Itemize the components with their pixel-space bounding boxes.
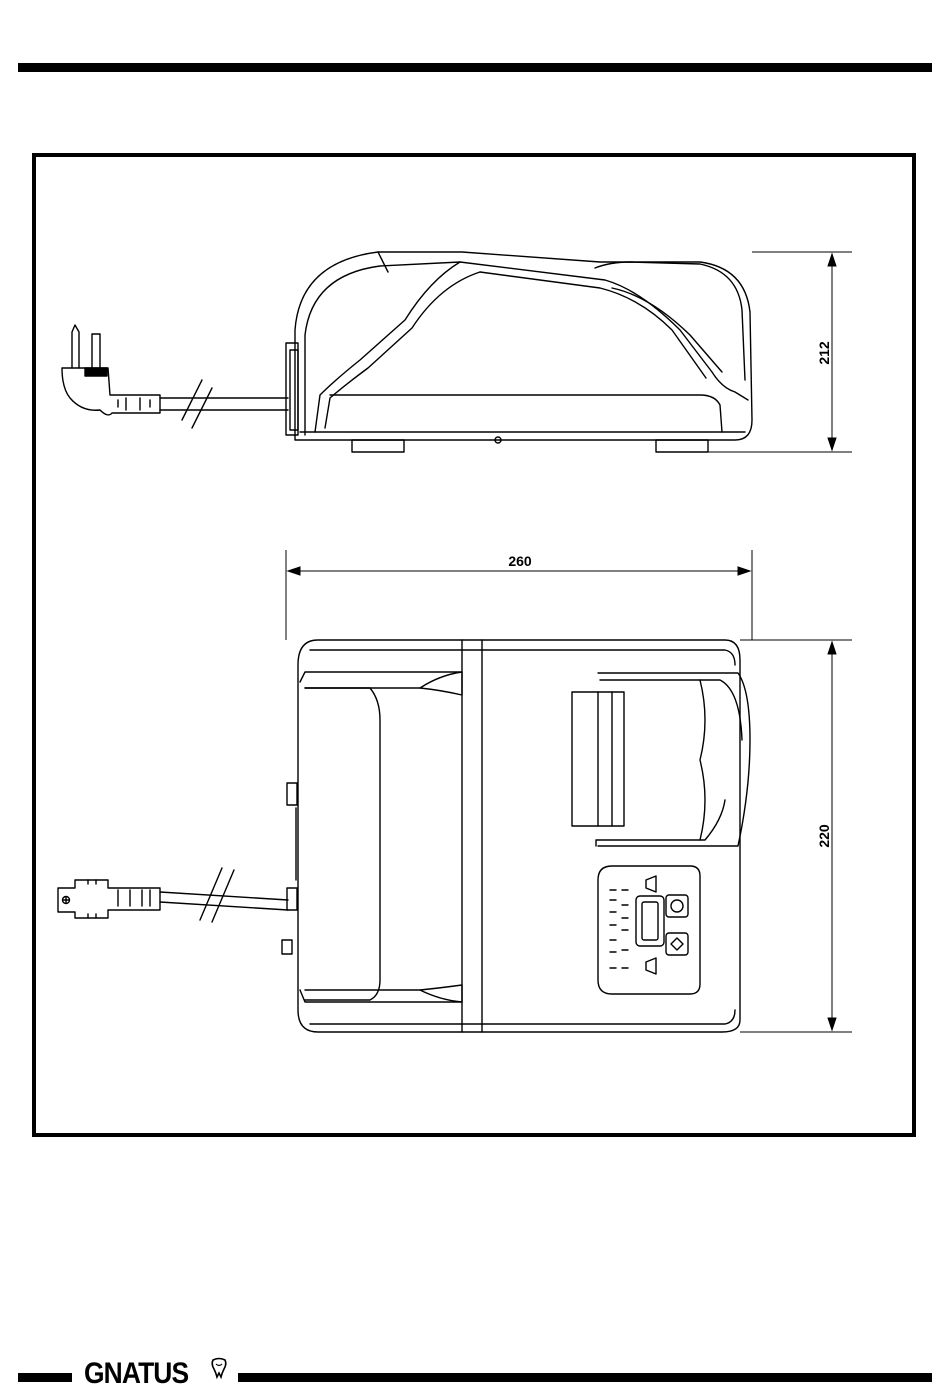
brand-name: GNATUS (84, 1356, 188, 1392)
tooth-logo-icon (207, 1356, 231, 1380)
side-view (62, 252, 752, 452)
width-dimension-label: 220 (816, 824, 832, 848)
top-view (58, 640, 750, 1032)
footer-rule-right (238, 1373, 932, 1382)
footer-rule-left (18, 1373, 72, 1382)
footer: GNATUS (0, 1350, 950, 1392)
dimension-lines (286, 252, 852, 1032)
height-dimension-label: 212 (816, 341, 832, 365)
length-dimension-label: 260 (508, 553, 532, 569)
